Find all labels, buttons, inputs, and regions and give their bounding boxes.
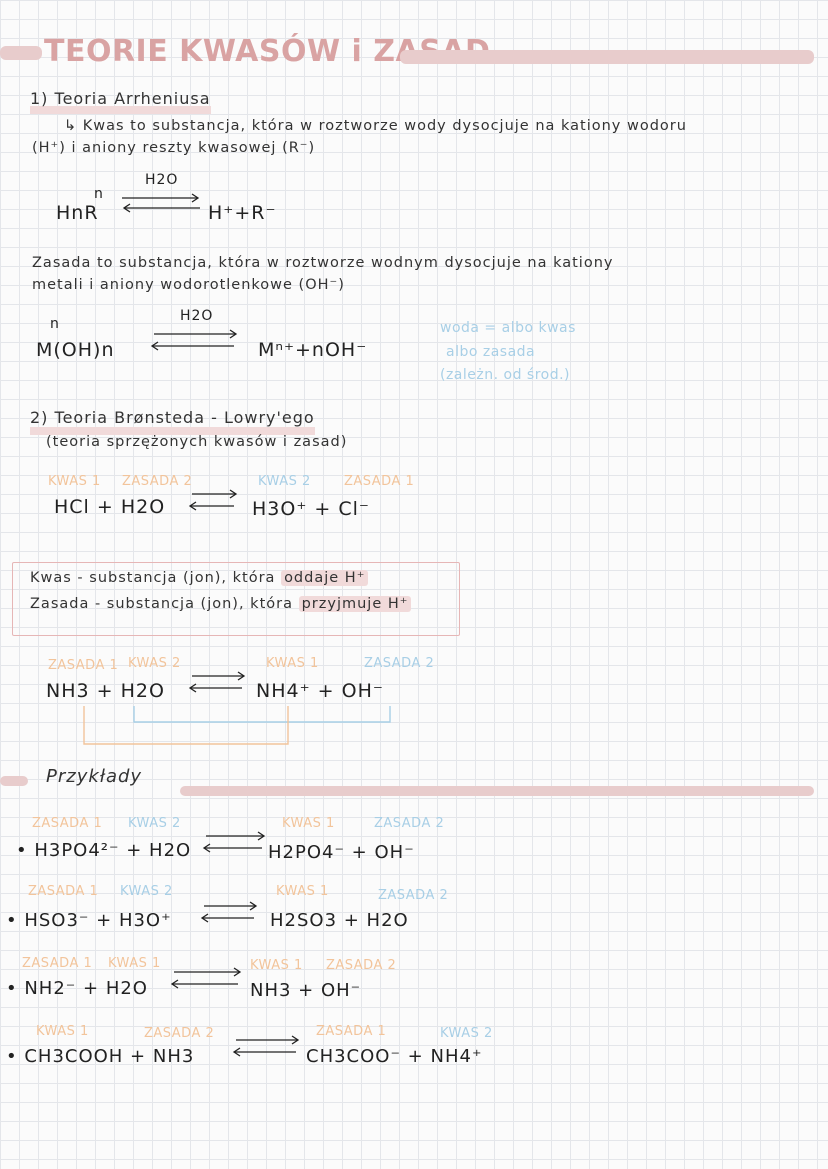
eq2-condition: H2O [180, 308, 214, 324]
nh3-equation-right: NH4⁺ + OH⁻ [256, 680, 384, 702]
label-kwas2: KWAS 2 [258, 474, 311, 489]
ex3-label-d: ZASADA 2 [326, 958, 397, 973]
bronsted-subheading: (teoria sprzężonych kwasów i zasad) [46, 434, 348, 450]
equilibrium-arrow-icon [150, 329, 238, 351]
ex3-left: • NH2⁻ + H2O [6, 978, 148, 999]
ex3-right: NH3 + OH⁻ [250, 980, 362, 1001]
examples-bar-right [180, 786, 814, 796]
equilibrium-arrow-icon [232, 1035, 300, 1057]
ex4-left: • CH3COOH + NH3 [6, 1046, 195, 1067]
equilibrium-arrow-icon [170, 967, 242, 989]
ex3-label-b: KWAS 1 [108, 956, 161, 971]
eq1-right: H⁺+R⁻ [208, 202, 277, 224]
ex4-right: CH3COO⁻ + NH4⁺ [306, 1046, 483, 1067]
label-zasada1-nh3: ZASADA 1 [48, 658, 119, 673]
ex1-label-d: ZASADA 2 [374, 816, 445, 831]
water-note-line3: (zależn. od środ.) [440, 367, 571, 383]
label-zasada2: ZASADA 2 [122, 474, 193, 489]
label-kwas1: KWAS 1 [48, 474, 101, 489]
ex2-label-a: ZASADA 1 [28, 884, 99, 899]
conjugate-pair-brackets [83, 706, 391, 745]
base-definition-bronsted: Zasada - substancja (jon), która przyjmu… [30, 596, 412, 612]
ex1-label-c: KWAS 1 [282, 816, 335, 831]
bronsted-heading: 2) Teoria Brønsteda - Lowry'ego [30, 408, 315, 435]
title-bar-right [400, 50, 814, 64]
label-zasada2-nh3: ZASADA 2 [364, 656, 435, 671]
hcl-equation-left: HCl + H2O [54, 496, 166, 518]
eq1-superscript: n [94, 186, 104, 202]
acid-def-highlight: oddaje H⁺ [281, 570, 369, 586]
ex2-label-c: KWAS 1 [276, 884, 329, 899]
acid-definition-line1: ↳ Kwas to substancja, która w roztworze … [64, 118, 687, 134]
eq2-superscript: n [50, 316, 60, 332]
ex1-left: • H3PO4²⁻ + H2O [16, 840, 192, 861]
label-kwas2-nh3: KWAS 2 [128, 656, 181, 671]
water-note-line1: woda = albo kwas [440, 320, 576, 336]
eq2-left: M(OH)n [36, 339, 115, 361]
ex2-right: H2SO3 + H2O [270, 910, 409, 931]
ex2-left: • HSO3⁻ + H3O⁺ [6, 910, 172, 931]
ex4-label-b: ZASADA 2 [144, 1026, 215, 1041]
ex1-right: H2PO4⁻ + OH⁻ [268, 842, 415, 863]
examples-bar-left [0, 776, 28, 786]
ex4-label-a: KWAS 1 [36, 1024, 89, 1039]
ex2-label-b: KWAS 2 [120, 884, 173, 899]
equilibrium-arrow-icon [122, 193, 200, 213]
eq1-condition: H2O [145, 172, 179, 188]
base-definition-line2: metali i aniony wodorotlenkowe (OH⁻) [32, 277, 345, 293]
label-zasada1: ZASADA 1 [344, 474, 415, 489]
ex4-label-c: ZASADA 1 [316, 1024, 387, 1039]
label-kwas1-nh3: KWAS 1 [266, 656, 319, 671]
examples-heading: Przykłady [46, 766, 143, 787]
acid-definition-line2: (H⁺) i aniony reszty kwasowej (R⁻) [32, 140, 316, 156]
arrhenius-heading: 1) Teoria Arrheniusa [30, 91, 211, 114]
ex3-label-a: ZASADA 1 [22, 956, 93, 971]
water-note-line2: albo zasada [446, 344, 536, 360]
acid-def-text: Kwas - substancja (jon), która [30, 570, 276, 586]
base-def-highlight: przyjmuje H⁺ [298, 596, 412, 612]
ex1-label-a: ZASADA 1 [32, 816, 103, 831]
nh3-equation-left: NH3 + H2O [46, 680, 165, 702]
title-bar-left [0, 46, 42, 60]
eq1-left: HnR [56, 202, 99, 224]
acid-definition-bronsted: Kwas - substancja (jon), która oddaje H⁺ [30, 570, 369, 586]
base-def-text: Zasada - substancja (jon), która [30, 596, 293, 612]
ex4-label-d: KWAS 2 [440, 1026, 493, 1041]
equilibrium-arrow-icon [188, 671, 246, 693]
ex1-label-b: KWAS 2 [128, 816, 181, 831]
equilibrium-arrow-icon [202, 831, 266, 853]
hcl-equation-right: H3O⁺ + Cl⁻ [252, 498, 370, 520]
equilibrium-arrow-icon [200, 901, 258, 923]
equilibrium-arrow-icon [188, 489, 238, 511]
definition-box [12, 562, 460, 636]
base-definition-line1: Zasada to substancja, która w roztworze … [32, 255, 614, 271]
ex2-label-d: ZASADA 2 [378, 888, 449, 903]
eq2-right: Mⁿ⁺+nOH⁻ [258, 339, 368, 361]
bronsted-heading-text: 2) Teoria Brønsteda - Lowry'ego [30, 408, 315, 435]
ex3-label-c: KWAS 1 [250, 958, 303, 973]
